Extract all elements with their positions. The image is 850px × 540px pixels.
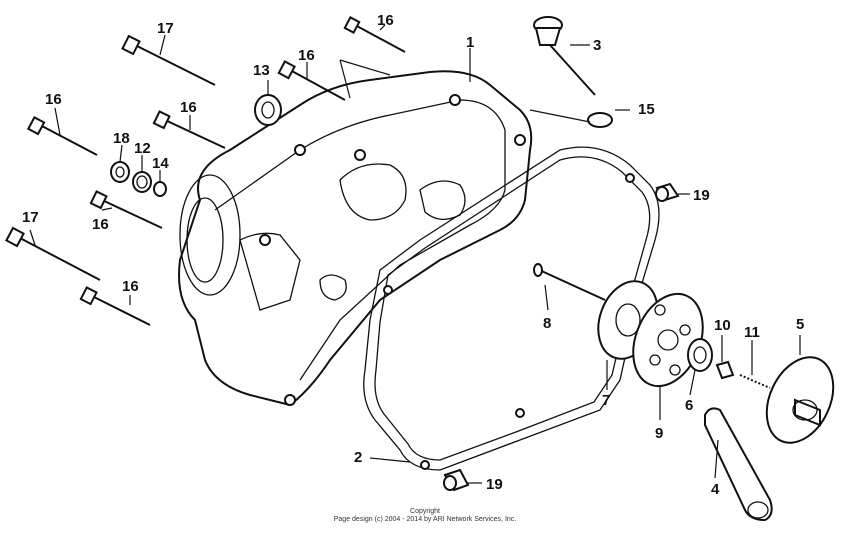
dowel-pin-19-b — [443, 468, 470, 492]
bolt-16-b — [277, 60, 346, 101]
callout-10: 10 — [714, 317, 731, 334]
oil-seal-13 — [254, 94, 282, 126]
kick-lever-4 — [704, 407, 773, 522]
o-ring-15 — [587, 112, 613, 128]
gasket — [363, 146, 660, 471]
washer-12 — [132, 171, 152, 193]
o-ring-14 — [153, 181, 167, 197]
callout-labels: 17 16 1 3 13 16 16 16 15 18 12 14 16 19 … — [22, 12, 804, 498]
oil-filler-cap-3 — [533, 16, 596, 96]
kickstarter-5 — [765, 356, 835, 444]
callout-1: 1 — [466, 34, 474, 51]
crankcase-cover — [178, 70, 533, 407]
callout-4: 4 — [711, 481, 720, 498]
callout-12: 12 — [134, 140, 151, 157]
copyright-line-1: Copyright — [410, 508, 440, 515]
callout-17-top: 17 — [157, 20, 174, 37]
shaft-8 — [533, 263, 606, 301]
callout-16-center: 16 — [180, 99, 197, 116]
callout-2: 2 — [354, 449, 362, 466]
bolt-16-c — [26, 116, 98, 156]
copyright: Copyright Page design (c) 2004 - 2014 by… — [334, 508, 517, 523]
bolt-16-e — [89, 190, 163, 229]
callout-3: 3 — [593, 37, 601, 54]
bolt-16-a — [343, 16, 406, 53]
bolt-16-d — [152, 110, 226, 149]
callout-17-left: 17 — [22, 209, 39, 226]
callout-16-top: 16 — [377, 12, 394, 29]
oil-seal-6 — [687, 338, 713, 372]
callout-6: 6 — [685, 397, 693, 414]
callout-13: 13 — [253, 62, 270, 79]
callout-16-left-upper: 16 — [45, 91, 62, 108]
callout-16-upper-mid: 16 — [298, 47, 315, 64]
dowel-pin-19-a — [655, 182, 680, 202]
nut-18 — [110, 161, 130, 183]
leader-lines — [29, 24, 801, 484]
callout-9: 9 — [655, 425, 663, 442]
callout-15: 15 — [638, 101, 655, 118]
callout-19-upper: 19 — [693, 187, 710, 204]
callout-16-left-mid: 16 — [92, 216, 109, 233]
callout-16-left-lower: 16 — [122, 278, 139, 295]
callout-18: 18 — [113, 130, 130, 147]
bolt-16-f — [79, 286, 151, 326]
callout-8: 8 — [543, 315, 551, 332]
callout-19-lower: 19 — [486, 476, 503, 493]
pin-10 — [715, 360, 735, 380]
callout-7: 7 — [602, 392, 610, 409]
bolt-17-b — [5, 226, 101, 281]
copyright-line-2: Page design (c) 2004 - 2014 by ARI Netwo… — [334, 516, 517, 523]
bolt-17-a — [121, 34, 216, 86]
callout-5: 5 — [796, 316, 804, 333]
callout-14: 14 — [152, 155, 169, 172]
spring-11 — [739, 374, 771, 389]
callout-11: 11 — [744, 324, 760, 341]
